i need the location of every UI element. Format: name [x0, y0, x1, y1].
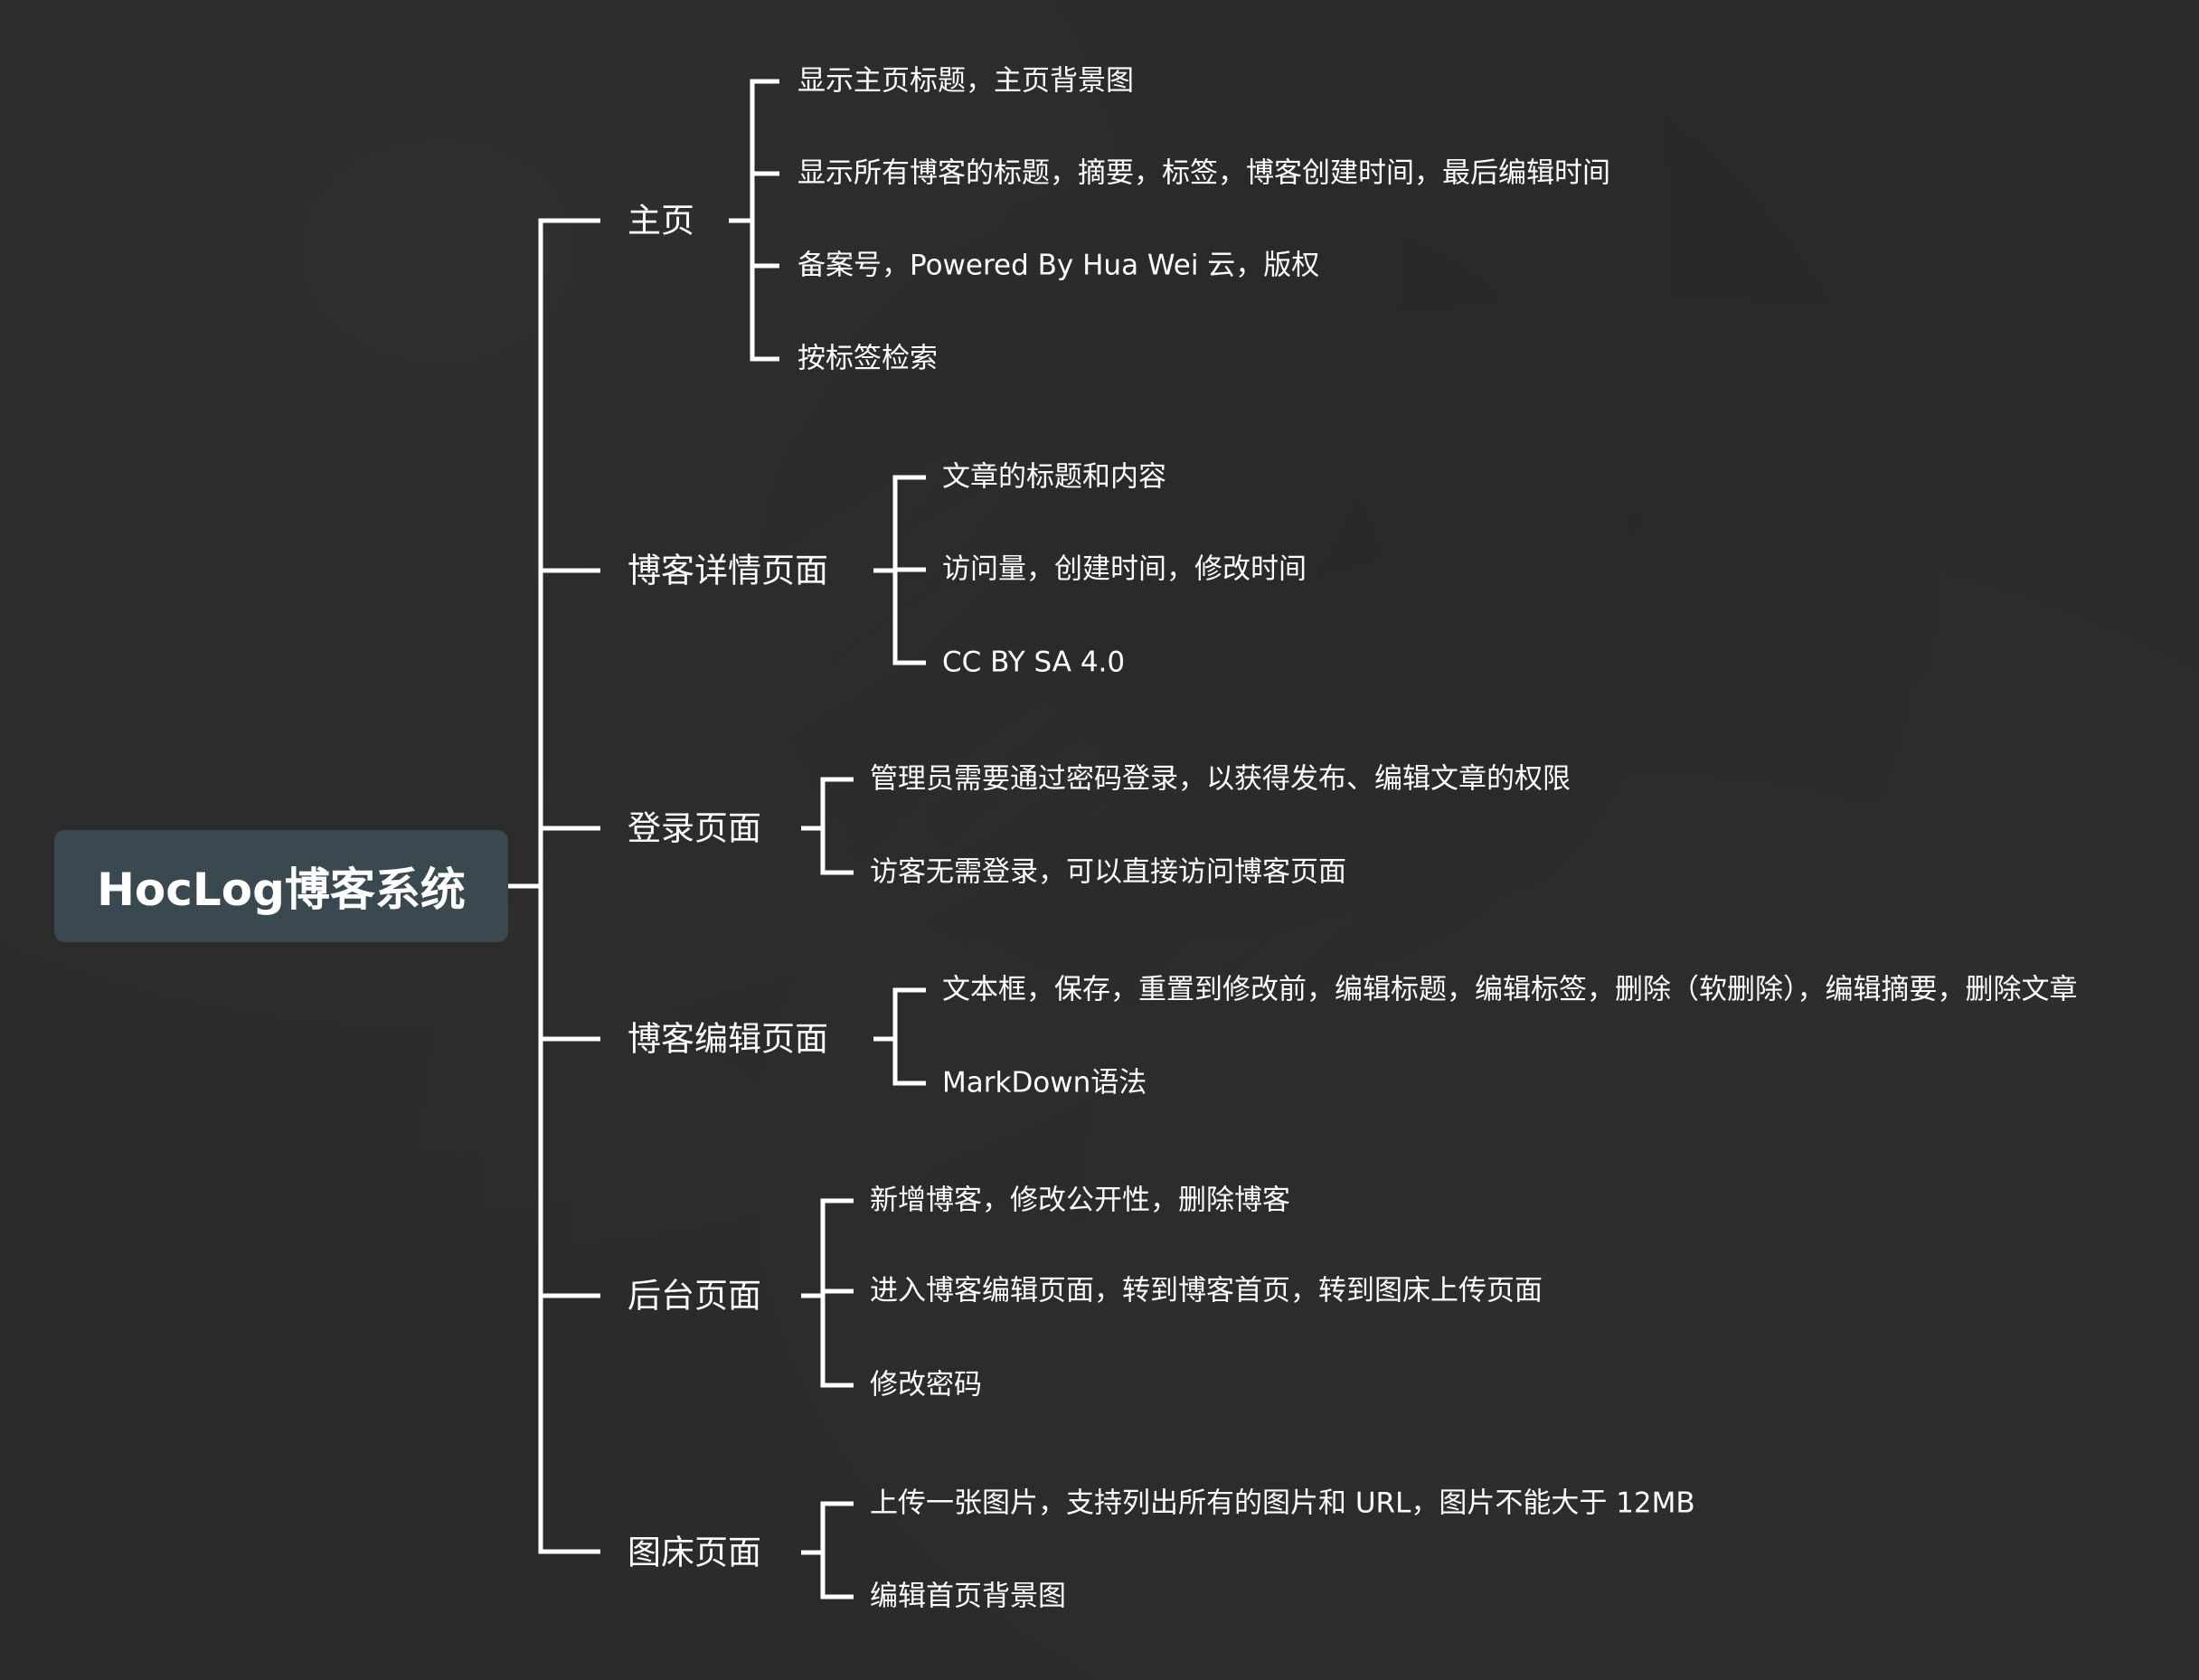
- leaf-blog-detail-3: CC BY SA 4.0: [942, 646, 1126, 679]
- branch-homepage[interactable]: 主页: [628, 201, 694, 241]
- root-node[interactable]: HocLog博客系统: [54, 830, 508, 942]
- leaf-homepage-4: 按标签检索: [797, 342, 938, 375]
- leaf-admin-1: 新增博客，修改公开性，删除博客: [870, 1184, 1290, 1217]
- sub-bracket-3: [892, 987, 926, 1086]
- leaf-blog-detail-1: 文章的标题和内容: [942, 460, 1166, 494]
- leaf-image-host-1: 上传一张图片，支持列出所有的图片和 URL，图片不能大于 12MB: [870, 1487, 1695, 1520]
- leaf-login-1: 管理员需要通过密码登录，以获得发布、编辑文章的权限: [870, 762, 1571, 796]
- leaf-homepage-2: 显示所有博客的标题，摘要，标签，博客创建时间，最后编辑时间: [797, 156, 1610, 190]
- sub-bracket-5: [820, 1501, 854, 1600]
- leaf-admin-2: 进入博客编辑页面，转到博客首页，转到图床上传页面: [870, 1274, 1543, 1307]
- leaf-admin-3: 修改密码: [870, 1368, 982, 1402]
- leaf-image-host-2: 编辑首页背景图: [870, 1580, 1066, 1613]
- leaf-blog-edit-2: MarkDown语法: [942, 1066, 1147, 1100]
- leaf-blog-edit-1: 文本框，保存，重置到修改前，编辑标题，编辑标签，删除（软删除），编辑摘要，删除文…: [942, 973, 2078, 1006]
- branch-blog-detail[interactable]: 博客详情页面: [628, 551, 828, 590]
- branch-admin[interactable]: 后台页面: [628, 1276, 761, 1316]
- branch-image-host[interactable]: 图床页面: [628, 1533, 761, 1572]
- root-label: HocLog博客系统: [97, 864, 466, 916]
- leaf-blog-detail-2: 访问量，创建时间，修改时间: [942, 552, 1307, 586]
- branch-login[interactable]: 登录页面: [628, 808, 761, 848]
- main-spine: [538, 218, 600, 1554]
- leaf-homepage-1: 显示主页标题，主页背景图: [797, 64, 1134, 98]
- sub-bracket-0: [750, 79, 779, 362]
- leaf-homepage-3: 备案号，Powered By Hua Wei 云，版权: [797, 249, 1320, 282]
- leaf-login-2: 访客无需登录，可以直接访问博客页面: [870, 855, 1346, 889]
- sub-bracket-2: [820, 777, 854, 875]
- branch-blog-edit[interactable]: 博客编辑页面: [628, 1019, 828, 1059]
